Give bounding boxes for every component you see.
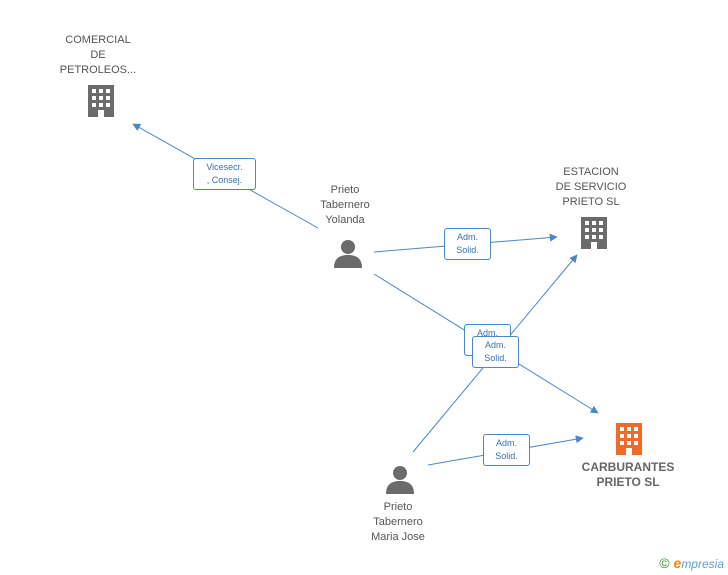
building-icon[interactable] [613, 422, 645, 456]
brand-name: mpresia [681, 557, 724, 571]
person-icon[interactable] [332, 238, 364, 270]
edge-label-adm-solid: Adm. Solid. [483, 434, 530, 466]
edge-label-adm-solid: Adm. Solid. [444, 228, 491, 260]
edge-label-vicesecr: Vicesecr. , Consej. [193, 158, 256, 190]
building-icon[interactable] [578, 216, 610, 250]
company-label-comercial[interactable]: COMERCIAL DE PETROLEOS... [59, 34, 137, 76]
company-label-carburantes[interactable]: CARBURANTES PRIETO SL [581, 460, 675, 489]
empresia-logo: © empresia [659, 555, 724, 571]
person-label-yolanda[interactable]: Prieto Tabernero Yolanda [320, 184, 370, 226]
building-icon[interactable] [85, 84, 117, 118]
edge-label-adm-solid: Adm. Solid. [472, 336, 519, 368]
person-icon[interactable] [384, 464, 416, 496]
brand-initial: e [673, 555, 682, 571]
person-label-mariajose[interactable]: Prieto Tabernero Maria Jose [371, 501, 425, 543]
copyright-symbol: © [659, 555, 670, 571]
company-label-estacion[interactable]: ESTACION DE SERVICIO PRIETO SL [555, 166, 627, 208]
